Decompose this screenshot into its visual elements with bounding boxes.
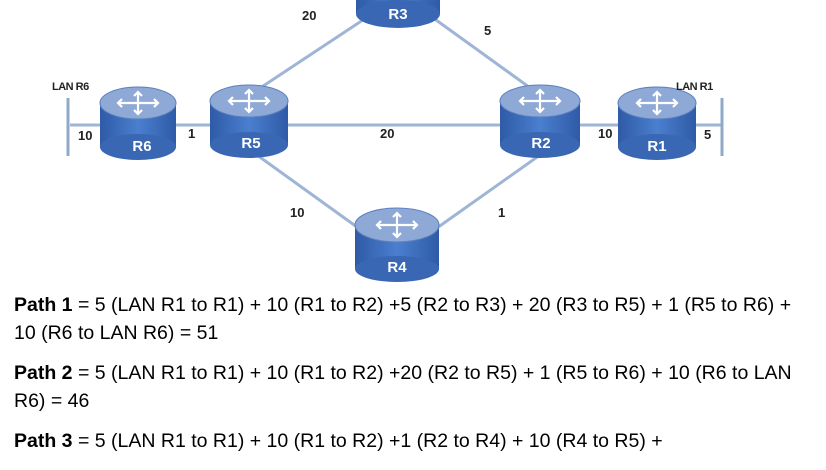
router-r6: R6 <box>99 86 177 160</box>
cost-r3-r2: 5 <box>484 23 491 38</box>
network-diagram: R3 R6 R5 R2 <box>52 0 724 282</box>
path-1: Path 1 = 5 (LAN R1 to R1) + 10 (R1 to R2… <box>14 291 814 347</box>
router-r1-arrows-icon <box>635 90 679 116</box>
router-r3: R3 <box>356 0 440 28</box>
path-1-label: Path 1 <box>14 294 73 316</box>
router-r4-label: R4 <box>387 259 407 276</box>
path-1-text: = 5 (LAN R1 to R1) + 10 (R1 to R2) +5 (R… <box>14 294 792 344</box>
cost-r1-lan: 5 <box>704 127 711 142</box>
path-3-text: = 5 (LAN R1 to R1) + 10 (R1 to R2) +1 (R… <box>72 430 663 452</box>
router-r4: R4 <box>354 207 440 282</box>
path-3: Path 3 = 5 (LAN R1 to R1) + 10 (R1 to R2… <box>14 427 814 455</box>
cost-r4-r2: 1 <box>498 205 505 220</box>
path-calculations: Path 1 = 5 (LAN R1 to R1) + 10 (R1 to R2… <box>14 291 814 467</box>
router-r6-label: R6 <box>132 138 151 155</box>
link-r5-r3 <box>244 10 376 100</box>
router-r1: R1 <box>617 86 697 160</box>
router-r5-label: R5 <box>241 135 260 152</box>
link-r4-r2 <box>419 153 541 242</box>
cost-r5-r2: 20 <box>380 126 394 141</box>
router-r1-label: R1 <box>647 138 666 155</box>
path-2-label: Path 2 <box>14 362 73 384</box>
path-3-label: Path 3 <box>14 430 73 452</box>
router-r3-label: R3 <box>388 6 407 23</box>
router-r4-arrows-icon <box>375 211 419 239</box>
path-2: Path 2 = 5 (LAN R1 to R1) + 10 (R1 to R2… <box>14 359 814 415</box>
router-r6-arrows-icon <box>116 90 160 116</box>
link-r5-r4 <box>249 148 376 242</box>
router-r2-arrows-icon <box>518 88 562 114</box>
router-r2-label: R2 <box>531 135 550 152</box>
lan-r6-label: LAN R6 <box>52 81 89 93</box>
link-r3-r2 <box>424 10 541 97</box>
router-r5-arrows-icon <box>227 88 271 114</box>
router-r5: R5 <box>209 84 289 158</box>
lan-r1-label: LAN R1 <box>676 81 713 93</box>
cost-r2-r1: 10 <box>598 126 612 141</box>
links <box>70 10 722 242</box>
cost-r5-r4: 10 <box>290 205 304 220</box>
path-2-text: = 5 (LAN R1 to R1) + 10 (R1 to R2) +20 (… <box>14 362 792 412</box>
cost-r6-r5: 1 <box>188 126 195 141</box>
cost-r6-lan: 10 <box>78 128 92 143</box>
cost-r3-r5: 20 <box>302 8 316 23</box>
router-r2: R2 <box>499 84 581 158</box>
